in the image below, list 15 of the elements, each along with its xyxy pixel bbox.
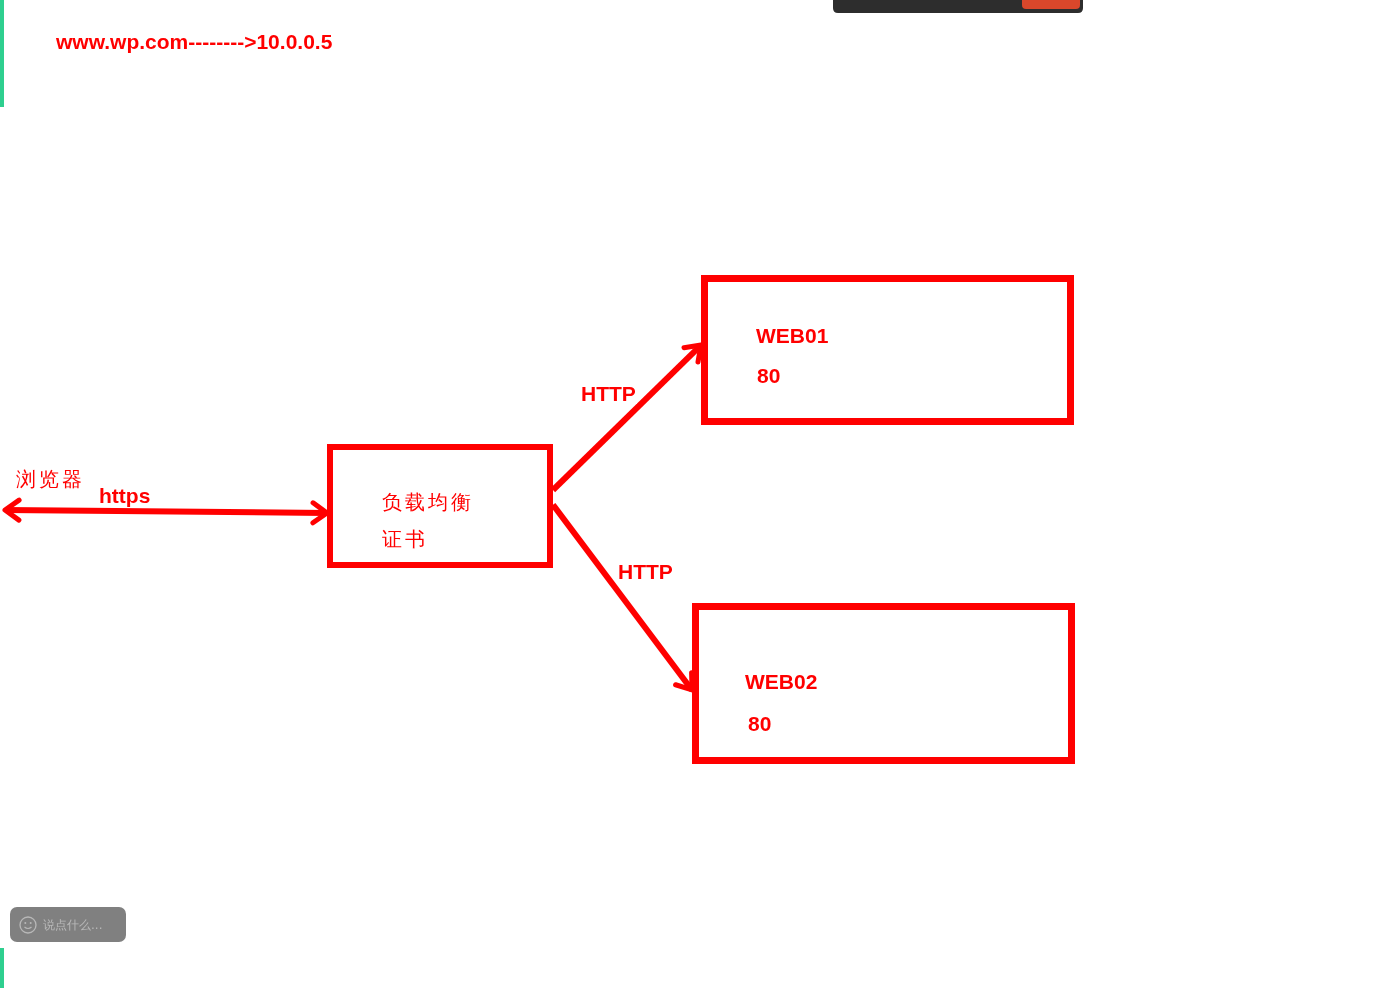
arrow (550, 502, 695, 693)
box-text: 80 (757, 365, 781, 386)
box-text: 80 (748, 713, 772, 734)
process-box (701, 275, 1074, 425)
box-text: 负载均衡 (382, 492, 474, 512)
box-text: 证书 (382, 529, 428, 549)
box-text: WEB01 (756, 325, 829, 346)
edge-label: https (98, 485, 152, 506)
arrow (550, 342, 704, 493)
box-text: WEB02 (745, 671, 818, 692)
node-label: 浏览器 (16, 469, 85, 489)
process-box (327, 444, 553, 568)
annotation-text: www.wp.com-------->10.0.0.5 (56, 31, 333, 52)
double-arrow (2, 497, 330, 526)
process-box (692, 603, 1075, 764)
